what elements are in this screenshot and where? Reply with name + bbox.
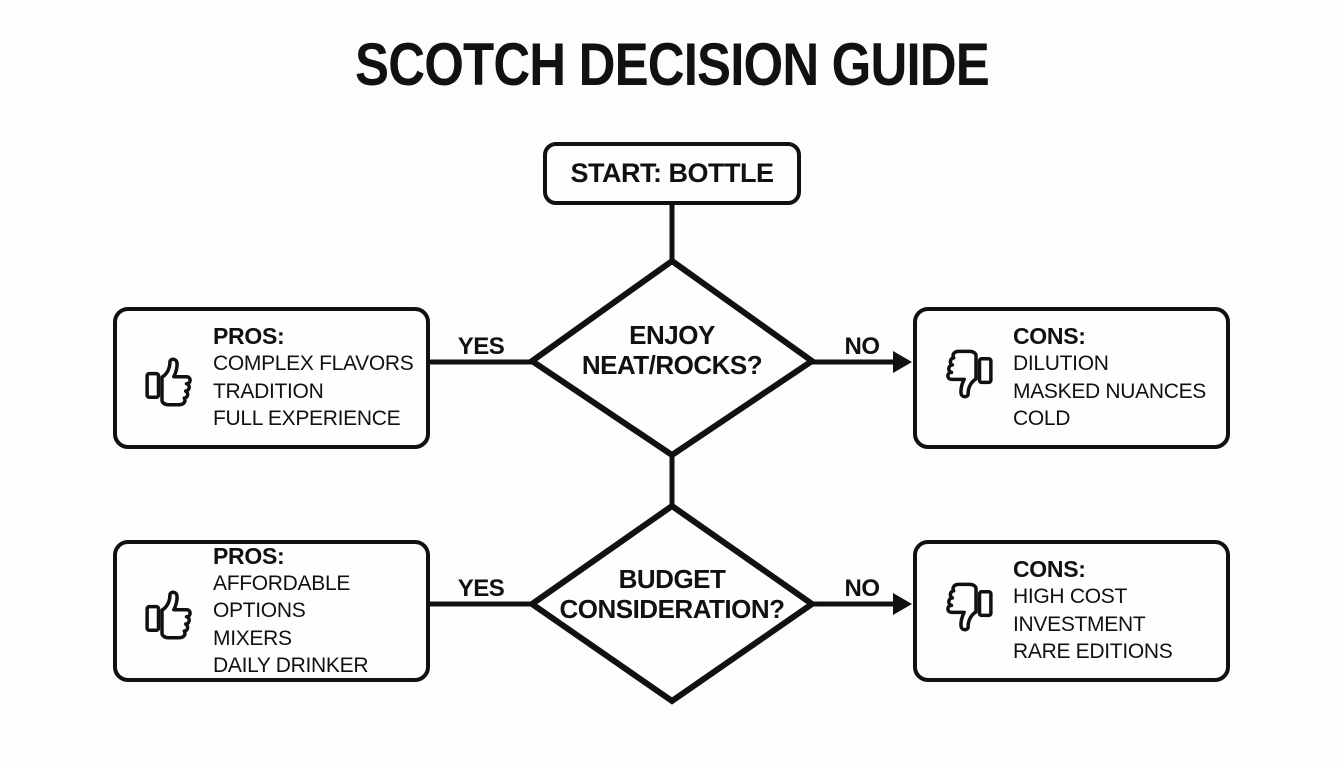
start-node-label: START: BOTTLE: [570, 158, 774, 188]
decision1-label: ENJOY NEAT/ROCKS?: [532, 320, 812, 380]
page-title: SCOTCH DECISION GUIDE: [355, 31, 990, 98]
thumbs-down-icon: [941, 581, 997, 641]
box-item: MIXERS: [213, 626, 292, 650]
box-item: HIGH COST: [1013, 585, 1127, 609]
thumbs-up-icon: [141, 581, 197, 641]
box-text: PROS: COMPLEX FLAVORS TRADITION FULL EXP…: [213, 323, 426, 433]
pros-box-neat: PROS: COMPLEX FLAVORS TRADITION FULL EXP…: [113, 307, 430, 449]
no-branch-label-2: NO: [844, 575, 881, 602]
thumbs-down-icon: [941, 348, 997, 408]
decision1-label-line1: ENJOY: [629, 320, 715, 350]
arrowhead-no1: [893, 351, 912, 373]
box-item: TRADITION: [213, 379, 324, 403]
decision2-diamond: [526, 502, 818, 705]
start-node: START: BOTTLE: [543, 142, 801, 205]
arrowhead-no2: [893, 593, 912, 615]
box-item: MASKED NUANCES: [1013, 379, 1207, 403]
box-text: PROS: AFFORDABLE OPTIONS MIXERS DAILY DR…: [213, 543, 426, 680]
box-item: INVESTMENT: [1013, 612, 1146, 636]
decision1-diamond: [526, 257, 818, 459]
cons-box-neat: CONS: DILUTION MASKED NUANCES COLD: [913, 307, 1230, 449]
box-heading: CONS:: [1013, 556, 1086, 583]
box-heading: PROS:: [213, 323, 285, 350]
thumbs-up-icon: [141, 348, 197, 408]
box-heading: PROS:: [213, 542, 285, 569]
decision2-label: BUDGET CONSIDERATION?: [532, 564, 812, 624]
yes-branch-label-2: YES: [457, 575, 505, 602]
no-branch-label-1: NO: [844, 333, 881, 360]
yes-branch-label-1: YES: [457, 333, 505, 360]
cons-box-budget: CONS: HIGH COST INVESTMENT RARE EDITIONS: [913, 540, 1230, 682]
box-item: COMPLEX FLAVORS: [213, 352, 414, 376]
pros-box-budget: PROS: AFFORDABLE OPTIONS MIXERS DAILY DR…: [113, 540, 430, 682]
box-item: DILUTION: [1013, 352, 1109, 376]
box-text: CONS: HIGH COST INVESTMENT RARE EDITIONS: [1013, 556, 1226, 666]
box-item: FULL EXPERIENCE: [213, 407, 401, 431]
box-item: DAILY DRINKER: [213, 654, 369, 677]
box-item: COLD: [1013, 407, 1071, 431]
decision1-label-line2: NEAT/ROCKS?: [581, 350, 763, 380]
decision2-label-line2: CONSIDERATION?: [559, 594, 785, 624]
decision2-label-line1: BUDGET: [618, 564, 726, 594]
box-item: AFFORDABLE OPTIONS: [213, 571, 351, 623]
box-text: CONS: DILUTION MASKED NUANCES COLD: [1013, 323, 1226, 433]
box-heading: CONS:: [1013, 323, 1086, 350]
box-item: RARE EDITIONS: [1013, 640, 1173, 664]
